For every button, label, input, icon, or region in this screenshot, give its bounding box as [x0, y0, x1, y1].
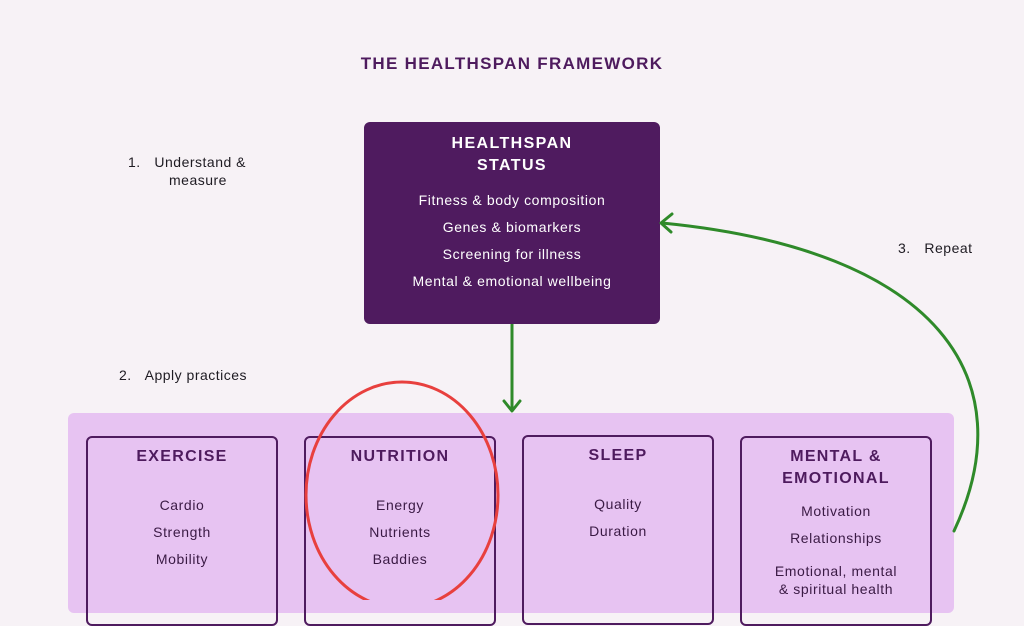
practice-card-exercise: EXERCISE Cardio Strength Mobility: [86, 436, 278, 626]
practice-item: Quality: [594, 496, 642, 512]
step-repeat: 3. Repeat: [898, 239, 973, 257]
practice-item: Nutrients: [369, 524, 431, 540]
practice-title-line2: EMOTIONAL: [782, 470, 890, 487]
step-label: Understand &: [154, 154, 246, 170]
practice-item: Mobility: [155, 551, 209, 567]
practice-item: Energy: [376, 497, 424, 513]
repeat-arrow-head-icon: [659, 212, 674, 234]
status-item: Fitness & body composition: [418, 192, 606, 208]
status-title: HEALTHSPAN STATUS: [364, 133, 660, 177]
status-items: Fitness & body composition Genes & bioma…: [364, 190, 660, 298]
practice-item: Strength: [153, 524, 211, 540]
down-arrow-head-icon: [502, 399, 522, 413]
practice-item: Motivation: [801, 503, 871, 519]
status-title-line2: STATUS: [476, 157, 548, 174]
step-label: Repeat: [924, 240, 973, 256]
page-title: THE HEALTHSPAN FRAMEWORK: [360, 54, 664, 73]
step-apply-practices: 2. Apply practices: [119, 366, 247, 384]
practice-title: NUTRITION: [350, 448, 450, 465]
practice-item-line1: Emotional, mental: [774, 563, 898, 579]
step-number: 3.: [898, 240, 911, 256]
practice-items: Quality Duration: [524, 495, 712, 549]
practice-item: Relationships: [790, 530, 882, 546]
practice-card-mental-emotional: MENTAL & EMOTIONAL Motivation Relationsh…: [740, 436, 932, 626]
status-title-line1: HEALTHSPAN: [451, 135, 573, 152]
practice-items: Cardio Strength Mobility: [88, 496, 276, 577]
practice-title: SLEEP: [588, 447, 648, 464]
practice-items: Energy Nutrients Baddies: [306, 496, 494, 577]
practice-item-multiline: Emotional, mental & spiritual health: [742, 562, 930, 598]
practice-title-line1: MENTAL &: [790, 448, 882, 465]
practice-item-line2: & spiritual health: [778, 581, 894, 597]
step-number: 1.: [128, 154, 141, 170]
practice-title: EXERCISE: [136, 448, 228, 465]
practice-card-sleep: SLEEP Quality Duration: [522, 435, 714, 625]
practice-title: MENTAL & EMOTIONAL: [742, 446, 930, 490]
practice-card-nutrition: NUTRITION Energy Nutrients Baddies: [304, 436, 496, 626]
practice-item: Cardio: [159, 497, 205, 513]
status-item: Screening for illness: [442, 246, 582, 262]
step-label-continued: measure: [169, 172, 227, 188]
step-number: 2.: [119, 367, 132, 383]
practice-item: Baddies: [372, 551, 428, 567]
step-understand-measure: 1. Understand & measure: [128, 153, 246, 189]
status-item: Genes & biomarkers: [442, 219, 582, 235]
healthspan-status-box: HEALTHSPAN STATUS Fitness & body composi…: [364, 122, 660, 324]
status-item: Mental & emotional wellbeing: [412, 273, 612, 289]
step-label: Apply practices: [144, 367, 248, 383]
practice-items: Motivation Relationships Emotional, ment…: [742, 502, 930, 598]
practice-item: Duration: [589, 523, 647, 539]
